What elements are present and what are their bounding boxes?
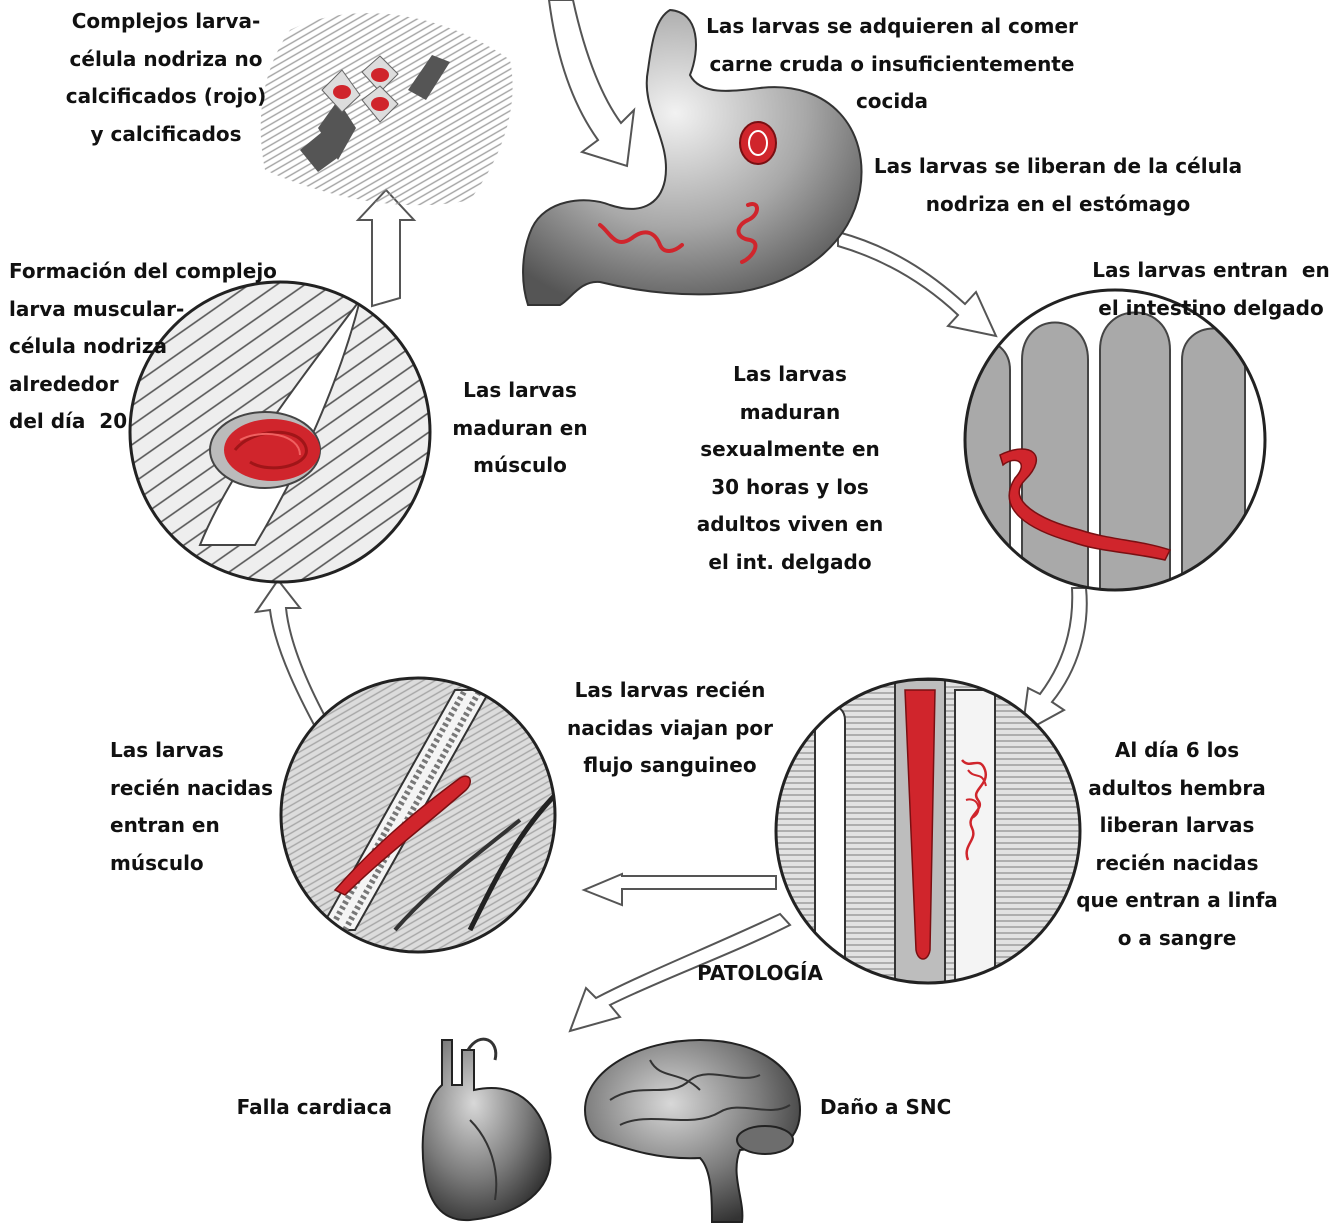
newborn-enter-muscle-label: Las larvas recién nacidas entran en músc… xyxy=(110,732,290,882)
blood-vessel-circle xyxy=(280,678,560,954)
arrow-lymph-to-blood xyxy=(584,874,776,905)
arrow-intestine-to-lymph xyxy=(1022,588,1087,733)
day6-release-label: Al día 6 los adultos hembra liberan larv… xyxy=(1066,732,1288,957)
stomach-release-label: Las larvas se liberan de la célula nodri… xyxy=(868,148,1248,223)
brain-illustration xyxy=(585,1040,800,1222)
heart-illustration xyxy=(423,1039,551,1220)
sexual-maturation-label: Las larvas maduran sexualmente en 30 hor… xyxy=(690,356,890,581)
calcified-complexes-illustration xyxy=(261,13,513,205)
newborn-travel-label: Las larvas recién nacidas viajan por flu… xyxy=(560,672,780,785)
muscle-maturation-label: Las larvas maduran en músculo xyxy=(440,372,600,485)
pathology-label: PATOLOGÍA xyxy=(690,955,830,993)
cns-damage-label: Daño a SNC xyxy=(820,1089,980,1127)
calcified-complexes-label: Complejos larva- célula nodriza no calci… xyxy=(56,3,276,153)
ingestion-arrow xyxy=(549,0,634,166)
nurse-cell-formation-label: Formación del complejo larva muscular- c… xyxy=(9,253,289,441)
lymph-blood-circle xyxy=(770,679,1090,990)
arrow-muscle-to-calcified xyxy=(358,190,414,306)
arrow-stomach-to-intestine xyxy=(838,232,996,336)
intestine-entry-label: Las larvas entran en el intestino delgad… xyxy=(1087,252,1335,327)
ingestion-label: Las larvas se adquieren al comer carne c… xyxy=(692,8,1092,121)
stomach-cyst-icon xyxy=(740,122,776,164)
heart-failure-label: Falla cardiaca xyxy=(220,1089,392,1127)
